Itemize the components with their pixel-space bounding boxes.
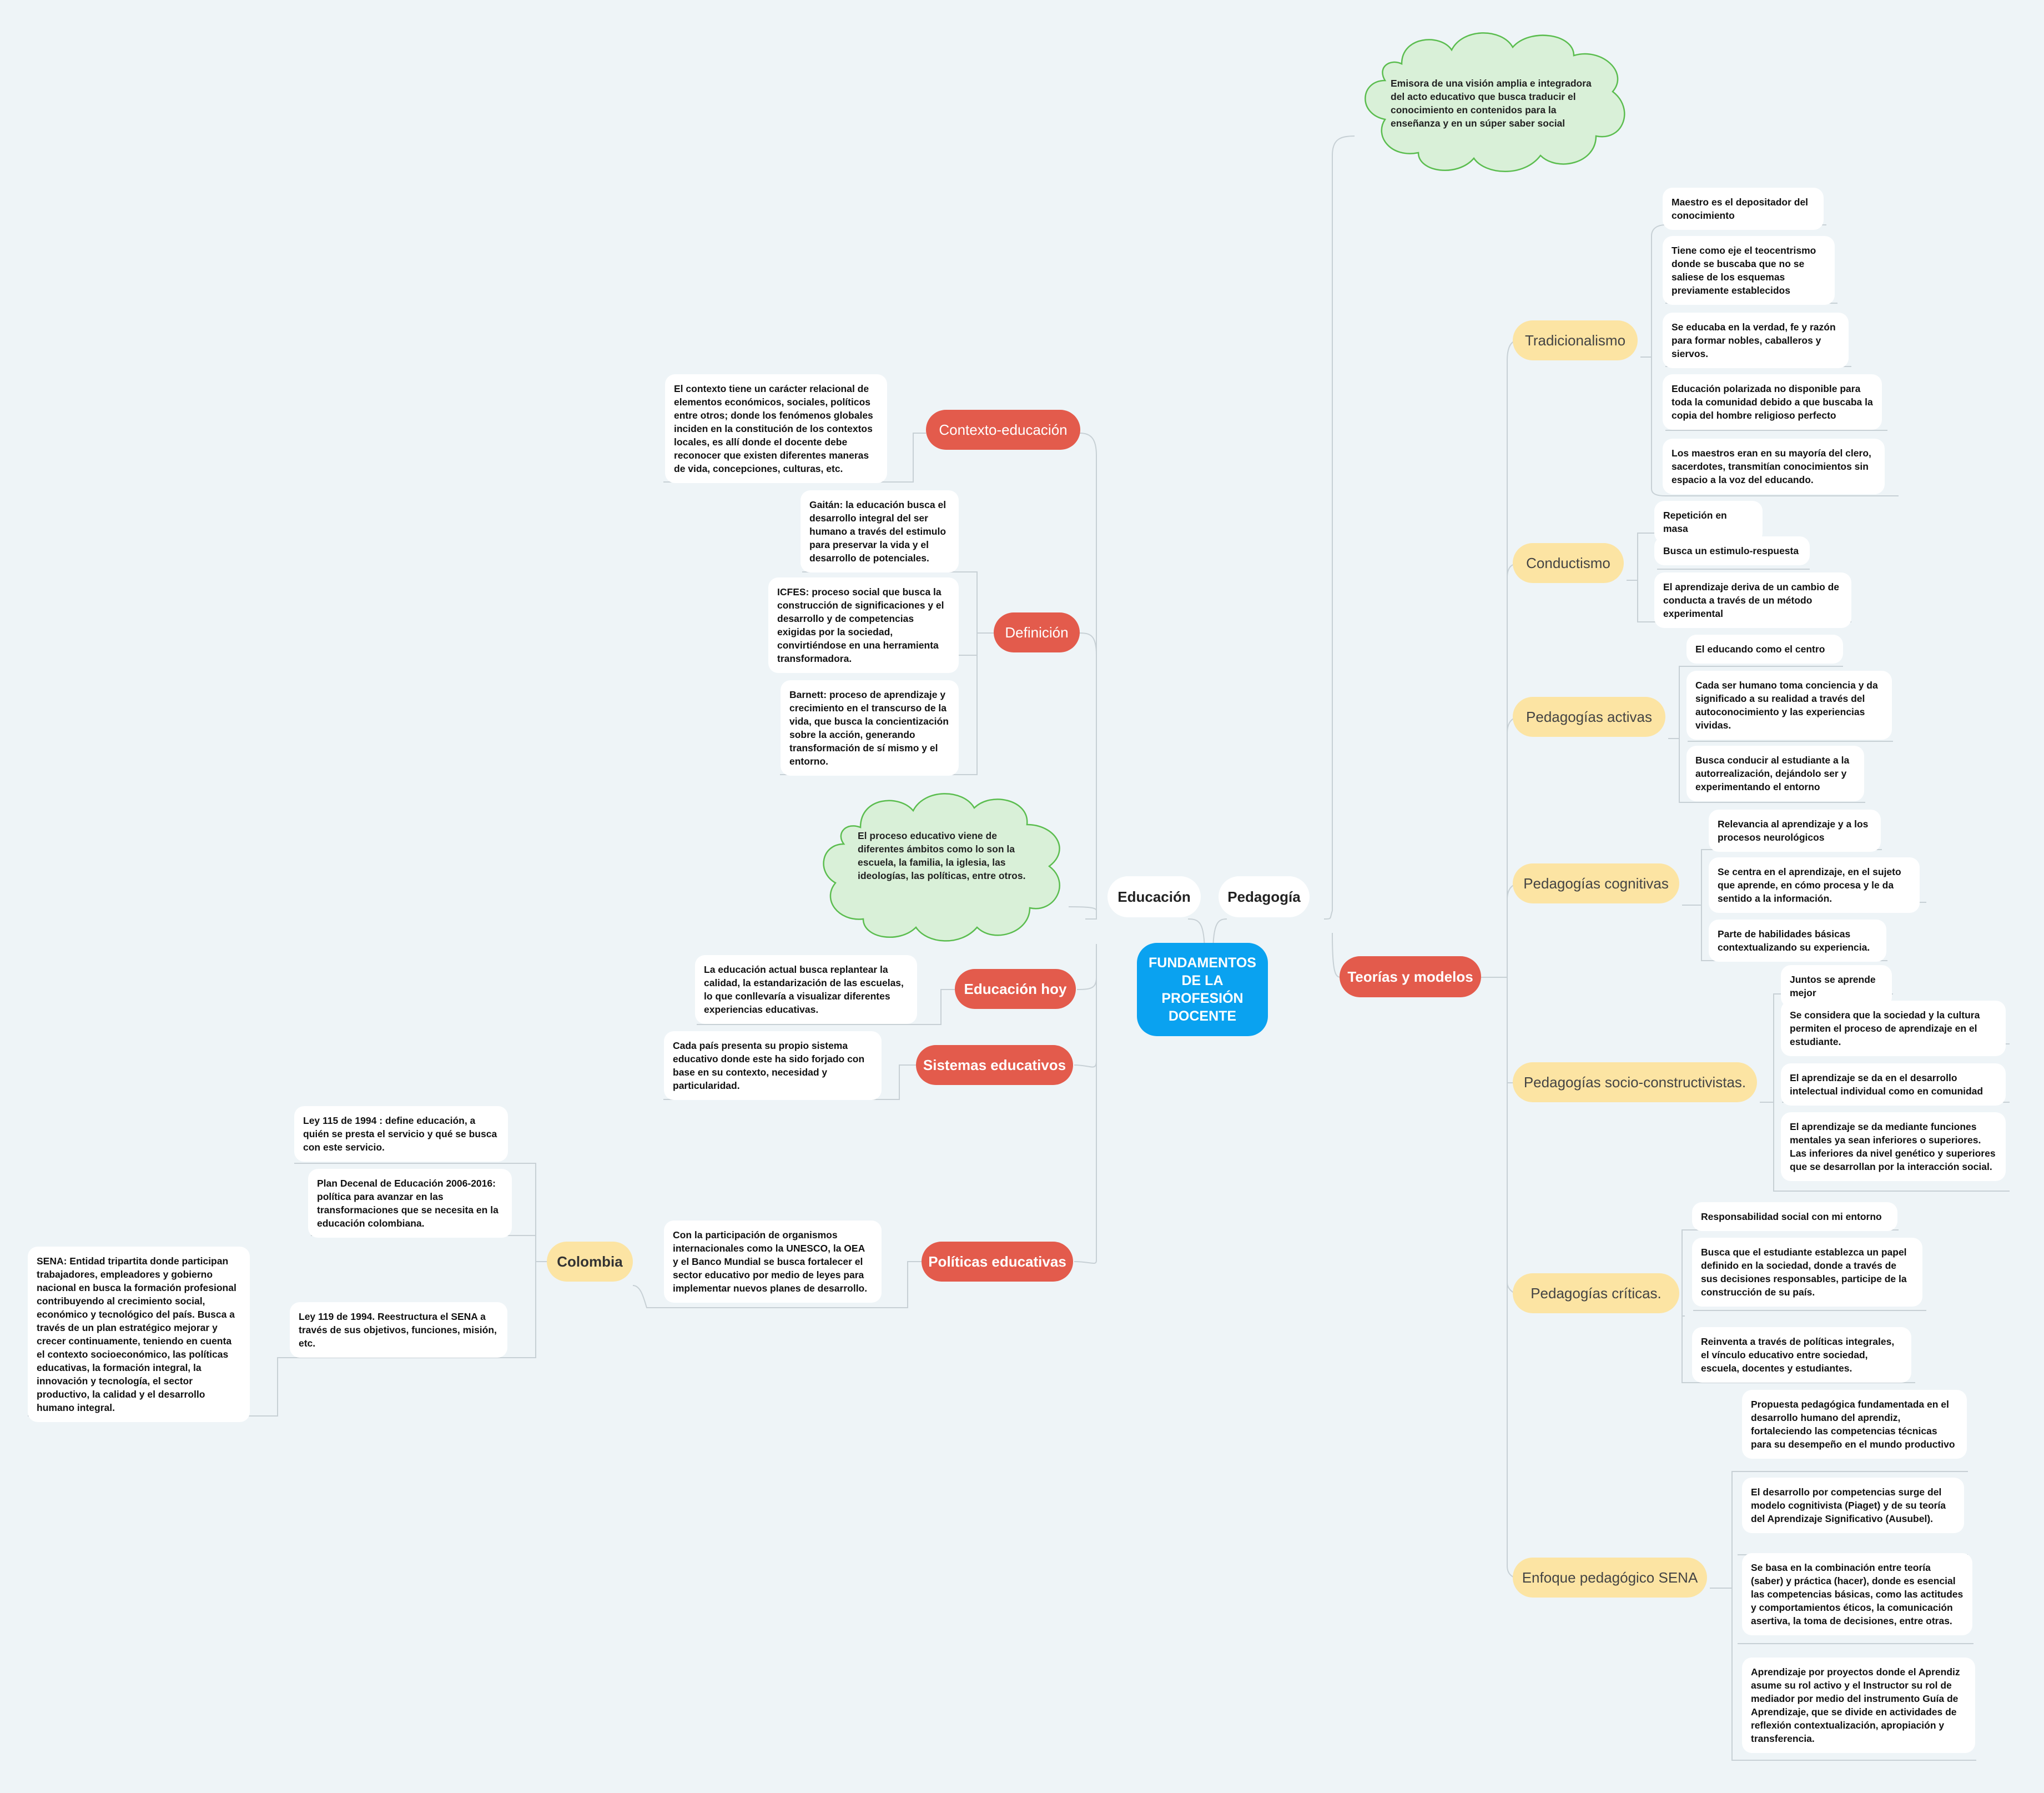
leaf-tradicionalismo-1[interactable]: Maestro es el depositador del conocimien… [1663, 188, 1824, 230]
leaf-criticas-3[interactable]: Reinventa a través de políticas integral… [1692, 1327, 1911, 1383]
topic-enfoque-sena[interactable]: Enfoque pedagógico SENA [1513, 1558, 1707, 1598]
branch-politicas[interactable]: Políticas educativas [922, 1242, 1073, 1282]
leaf-definicion-barnett[interactable]: Barnett: proceso de aprendizaje y crecim… [781, 680, 959, 776]
leaf-colombia-sena[interactable]: SENA: Entidad tripartita donde participa… [28, 1247, 250, 1422]
leaf-cognitivas-3[interactable]: Parte de habilidades básicas contextuali… [1709, 920, 1886, 962]
branch-contexto[interactable]: Contexto-educación [926, 410, 1080, 450]
leaf-tradicionalismo-5[interactable]: Los maestros eran en su mayoría del cler… [1663, 439, 1885, 494]
leaf-criticas-2[interactable]: Busca que el estudiante establezca un pa… [1692, 1238, 1922, 1307]
leaf-cognitivas-2[interactable]: Se centra en el aprendizaje, en el sujet… [1709, 857, 1920, 913]
leaf-conductismo-2[interactable]: Busca un estimulo-respuesta [1654, 536, 1810, 565]
topic-pedagogias-criticas[interactable]: Pedagogías críticas. [1513, 1273, 1679, 1313]
leaf-conductismo-1[interactable]: Repetición en masa [1654, 501, 1763, 543]
branch-sistemas[interactable]: Sistemas educativos [916, 1045, 1073, 1085]
root-topic[interactable]: FUNDAMENTOS DE LA PROFESIÓN DOCENTE [1137, 943, 1268, 1036]
leaf-sena-3[interactable]: Se basa en la combinación entre teoría (… [1742, 1553, 1972, 1635]
leaf-colombia-ley119[interactable]: Ley 119 de 1994. Reestructura el SENA a … [290, 1302, 507, 1358]
topic-conductismo[interactable]: Conductismo [1513, 543, 1624, 583]
leaf-colombia-plan-decenal[interactable]: Plan Decenal de Educación 2006-2016: pol… [308, 1169, 512, 1238]
branch-definicion[interactable]: Definición [994, 612, 1080, 652]
tag-pedagogia[interactable]: Pedagogía [1219, 876, 1310, 917]
leaf-conductismo-3[interactable]: El aprendizaje deriva de un cambio de co… [1654, 572, 1851, 628]
cloud-text-educacion: El proceso educativo viene de diferentes… [858, 830, 1026, 881]
leaf-sena-4[interactable]: Aprendizaje por proyectos donde el Apren… [1742, 1658, 1975, 1753]
leaf-socio-3[interactable]: El aprendizaje se da en el desarrollo in… [1781, 1063, 2006, 1106]
leaf-socio-1[interactable]: Juntos se aprende mejor [1781, 965, 1892, 1007]
leaf-politicas[interactable]: Con la participación de organismos inter… [664, 1221, 882, 1303]
topic-tradicionalismo[interactable]: Tradicionalismo [1513, 320, 1638, 360]
leaf-socio-2[interactable]: Se considera que la sociedad y la cultur… [1781, 1001, 2006, 1056]
leaf-tradicionalismo-4[interactable]: Educación polarizada no disponible para … [1663, 374, 1882, 430]
leaf-definicion-gaitan[interactable]: Gaitán: la educación busca el desarrollo… [801, 490, 959, 572]
branch-educacion-hoy[interactable]: Educación hoy [955, 969, 1076, 1009]
leaf-criticas-1[interactable]: Responsabilidad social con mi entorno [1692, 1202, 1897, 1231]
topic-colombia[interactable]: Colombia [547, 1242, 633, 1282]
leaf-contexto[interactable]: El contexto tiene un carácter relacional… [665, 374, 887, 483]
leaf-activas-2[interactable]: Cada ser humano toma conciencia y da sig… [1686, 671, 1892, 740]
leaf-colombia-ley115[interactable]: Ley 115 de 1994 : define educación, a qu… [294, 1106, 508, 1162]
leaf-sena-1[interactable]: Propuesta pedagógica fundamentada en el … [1742, 1390, 1967, 1459]
topic-pedagogias-cognitivas[interactable]: Pedagogías cognitivas [1513, 863, 1679, 903]
leaf-activas-3[interactable]: Busca conducir al estudiante a la autorr… [1686, 746, 1864, 801]
tag-educacion[interactable]: Educación [1107, 876, 1201, 917]
topic-pedagogias-activas[interactable]: Pedagogías activas [1513, 697, 1665, 737]
topic-socio-constructivistas[interactable]: Pedagogías socio-constructivistas. [1513, 1062, 1757, 1102]
leaf-tradicionalismo-2[interactable]: Tiene como eje el teocentrismo donde se … [1663, 236, 1835, 305]
leaf-socio-4[interactable]: El aprendizaje se da mediante funciones … [1781, 1112, 2006, 1181]
cloud-shape-pedagogia [1365, 32, 1625, 172]
leaf-educacion-hoy[interactable]: La educación actual busca replantear la … [695, 955, 917, 1024]
leaf-cognitivas-1[interactable]: Relevancia al aprendizaje y a los proces… [1709, 810, 1881, 852]
leaf-definicion-icfes[interactable]: ICFES: proceso social que busca la const… [768, 577, 959, 673]
leaf-tradicionalismo-3[interactable]: Se educaba en la verdad, fe y razón para… [1663, 313, 1849, 368]
cloud-text-pedagogia: Emisora de una visión amplia e integrado… [1391, 78, 1592, 129]
leaf-sena-2[interactable]: El desarrollo por competencias surge del… [1742, 1478, 1964, 1533]
leaf-sistemas[interactable]: Cada país presenta su propio sistema edu… [664, 1031, 882, 1100]
branch-teorias[interactable]: Teorías y modelos [1340, 956, 1481, 997]
leaf-activas-1[interactable]: El educando como el centro [1686, 635, 1843, 664]
cloud-shape-educacion [823, 793, 1060, 942]
